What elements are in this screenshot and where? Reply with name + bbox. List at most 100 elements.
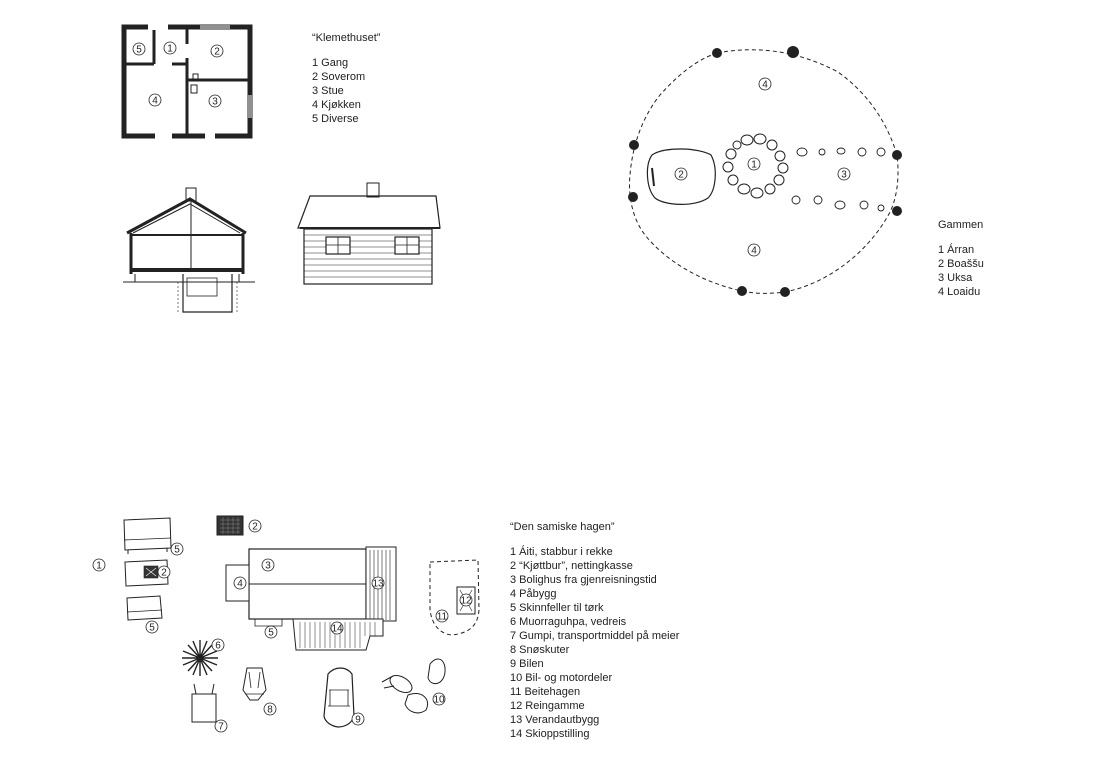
plan-marker [92,558,106,572]
plan-marker [435,609,449,623]
legend-item: 3 Uksa [938,272,973,284]
legend-item: 6 Muorraguhpa, vedreis [510,616,627,628]
klemethuset-title: “Klemethuset” [312,32,381,44]
bilen [323,667,355,728]
plan-marker [747,243,761,257]
gumpi [191,693,217,723]
plan-marker [837,167,851,181]
legend-item: 5 Skinnfeller til tørk [510,602,604,614]
aiti-stabbur [123,517,172,551]
plan-marker-number: 1 [751,160,757,171]
legend-item: 3 Bolighus fra gjenreisningstid [510,574,657,586]
plan-marker [459,593,473,607]
arran-hearth-stones [722,133,789,199]
legend-item: 12 Reingamme [510,700,585,712]
legend-item: 14 Skioppstilling [510,728,590,740]
plan-marker-number: 8 [267,705,273,716]
legend-item: 5 Diverse [312,113,359,125]
plan-marker [148,93,162,107]
plan-marker-number: 9 [355,715,361,726]
plan-marker-number: 12 [460,596,472,607]
gammen-posts [628,46,902,297]
legend-item: 1 Árran [938,244,975,256]
legend-item: 3 Stue [312,85,344,97]
hagen-title: “Den samiske hagen” [510,521,615,533]
plan-marker [758,77,772,91]
legend-item: 7 Gumpi, transportmiddel på meier [510,630,680,642]
plan-marker-number: 3 [265,561,271,572]
plan-marker-number: 10 [433,695,445,706]
plan-marker-number: 2 [161,568,167,579]
legend-item: 4 Påbygg [510,588,557,600]
plan-marker [261,558,275,572]
post [628,192,638,202]
plan-marker [264,625,278,639]
bil-og-motordeler [381,658,446,714]
plan-marker-number: 14 [331,624,343,635]
plan-marker-number: 4 [152,96,158,107]
plan-marker [208,94,222,108]
plan-marker-number: 4 [237,579,243,590]
plan-marker [210,44,224,58]
post [892,150,902,160]
plan-marker [157,565,171,579]
plan-marker-number: 5 [149,623,155,634]
gammen-plan: 4 1 2 3 4 [628,46,902,297]
klemethuset-elevation-drawing [297,182,441,285]
hagen-plan-labels: 1 2 2 3 4 5 5 5 6 7 8 9 10 11 12 13 14 [92,519,473,733]
gammen-legend: Gammen 1 Árran 2 Boaššu 3 Uksa 4 Loaidu [938,218,984,299]
snoskuter [242,667,267,701]
plan-marker-number: 11 [437,612,448,623]
hagen-site-plan [123,515,480,728]
hagen-legend: “Den samiske hagen” 1 Áiti, stabbur i re… [510,520,679,741]
plan-marker [170,542,184,556]
legend-item: 9 Bilen [510,658,544,670]
plan-marker-number: 5 [268,628,274,639]
plan-marker-number: 2 [252,522,258,533]
post [737,286,747,296]
post [787,46,799,58]
plan-marker [351,712,365,726]
plan-marker-number: 6 [215,641,221,652]
kjottbur-netting-box [216,515,244,536]
legend-item: 11 Beitehagen [510,686,581,698]
klemethuset-section-drawing [123,187,255,313]
gammen-title: Gammen [938,219,984,231]
plan-marker-number: 4 [762,80,768,91]
aiti-stabbur [126,595,163,621]
post [629,140,639,150]
post [712,48,722,58]
boassu-shading [651,167,655,187]
plan-marker [674,167,688,181]
plan-marker-number: 2 [214,47,220,58]
plan-marker [214,719,228,733]
legend-item: 1 Áiti, stabbur i rekke [510,546,613,558]
plan-marker-number: 5 [136,45,142,56]
plan-marker [145,620,159,634]
plan-marker [163,41,177,55]
legend-item: 1 Gang [312,57,349,69]
plan-marker [233,576,247,590]
plan-marker [371,576,385,590]
plan-marker-number: 3 [212,97,218,108]
post [780,287,790,297]
klemethuset-plan-labels: 5 1 2 4 3 [132,41,224,108]
plan-marker [747,157,761,171]
plan-marker-number: 3 [841,170,847,181]
klemethuset-legend: “Klemethuset” 1 Gang 2 Soverom 3 Stue 4 … [312,31,380,126]
muorraguhpa-vedreis [182,640,218,676]
legend-item: 2 Boaššu [938,258,984,270]
legend-item: 4 Kjøkken [312,99,361,111]
plan-marker [132,42,146,56]
plan-marker-number: 1 [96,561,102,572]
plan-marker [211,638,225,652]
legend-item: 4 Loaidu [938,286,981,298]
plan-marker-number: 7 [218,722,224,733]
plan-marker-number: 5 [174,545,180,556]
plan-marker [330,621,344,635]
plan-marker [248,519,262,533]
plan-marker-number: 1 [167,44,173,55]
plan-marker [432,692,446,706]
post [892,206,902,216]
